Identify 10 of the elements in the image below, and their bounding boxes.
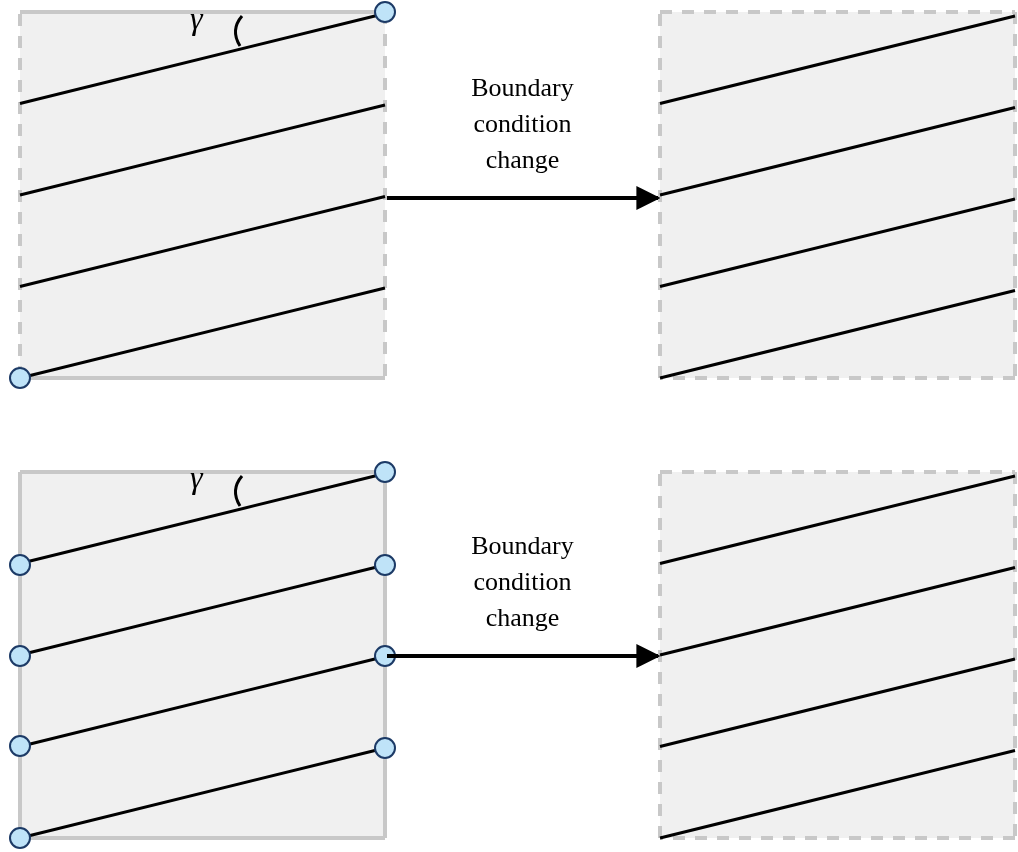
fiber-panel: [660, 12, 1015, 378]
angle-symbol: γ: [190, 2, 203, 34]
fiber-panel: [20, 472, 385, 838]
edge-label: Boundary condition change: [470, 72, 575, 176]
arrow: [387, 644, 661, 668]
fiber-panel: [20, 12, 385, 378]
fiber-panel: [660, 472, 1015, 838]
angle-symbol: γ: [190, 461, 203, 493]
arrow: [387, 186, 661, 210]
edge-label: Boundary condition change: [470, 530, 575, 634]
